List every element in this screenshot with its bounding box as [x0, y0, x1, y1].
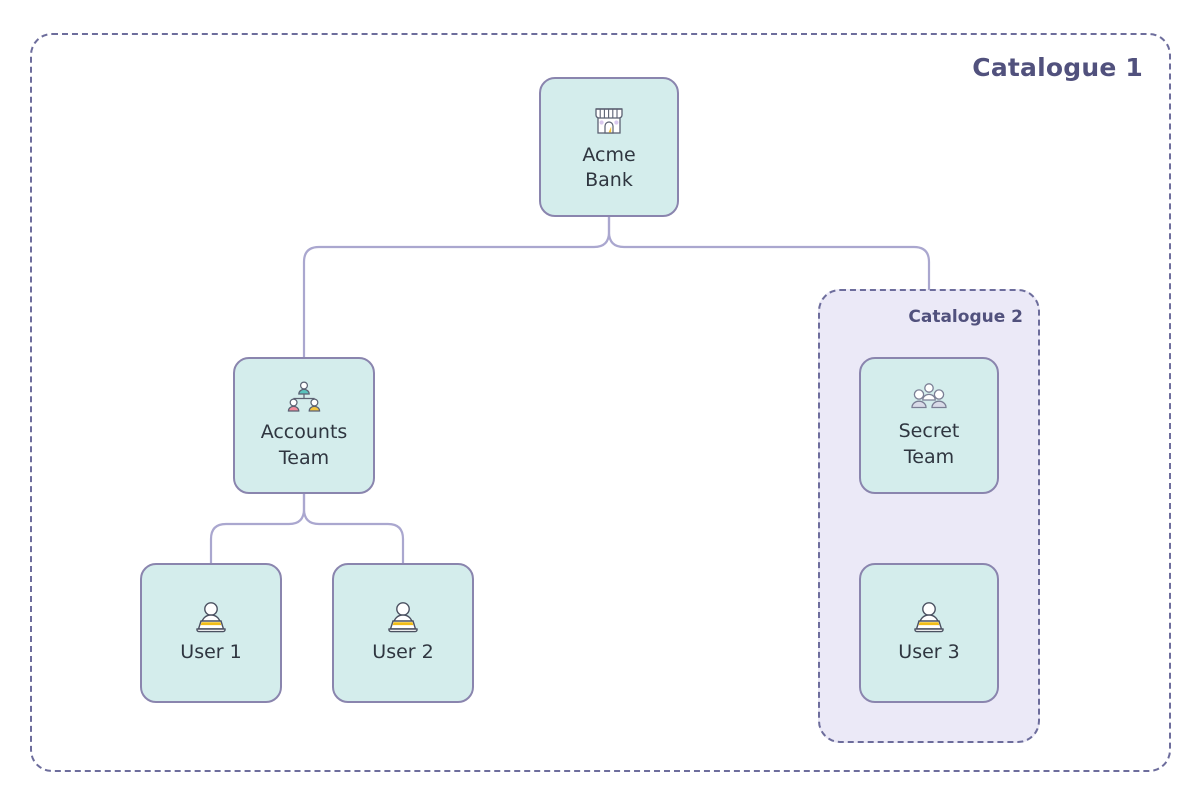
- people-group-icon: [908, 381, 950, 415]
- node-user-2-label: User 2: [372, 641, 434, 664]
- person-laptop-icon: [190, 600, 232, 636]
- node-user-1-label: User 1: [180, 641, 242, 664]
- org-chart-people-icon: [284, 380, 324, 416]
- storefront-icon: [590, 101, 628, 139]
- node-user-3-label: User 3: [898, 641, 960, 664]
- node-user-1[interactable]: User 1: [140, 563, 282, 703]
- node-secret-team[interactable]: Secret Team: [859, 357, 999, 494]
- group-catalogue-2-label: Catalogue 2: [908, 307, 1023, 327]
- node-accounts-team[interactable]: Accounts Team: [233, 357, 375, 494]
- group-catalogue-1[interactable]: Catalogue 1: [30, 33, 1171, 772]
- person-laptop-icon: [382, 600, 424, 636]
- node-acme-bank-label: Acme Bank: [582, 143, 636, 191]
- node-acme-bank[interactable]: Acme Bank: [539, 77, 679, 217]
- group-catalogue-1-label: Catalogue 1: [972, 53, 1143, 82]
- node-accounts-team-label: Accounts Team: [260, 421, 348, 469]
- node-secret-team-label: Secret Team: [898, 420, 960, 468]
- person-laptop-icon: [908, 600, 950, 636]
- node-user-2[interactable]: User 2: [332, 563, 474, 703]
- node-user-3[interactable]: User 3: [859, 563, 999, 703]
